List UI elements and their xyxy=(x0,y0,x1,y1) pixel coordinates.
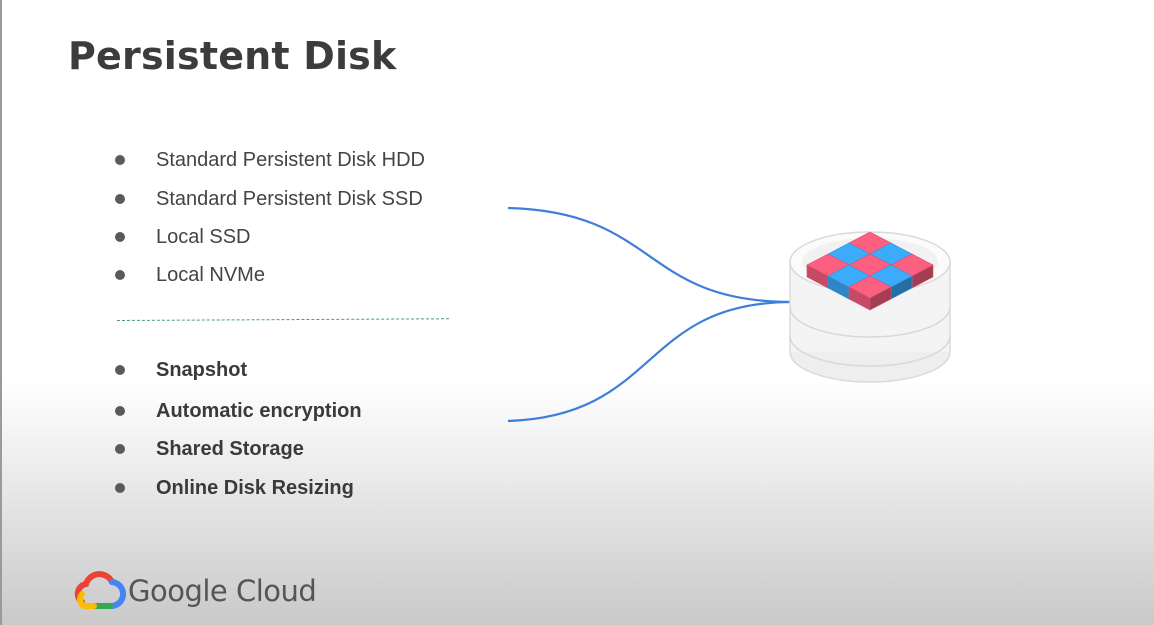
list-item-label: Shared Storage xyxy=(156,438,304,460)
list-item-label: Standard Persistent Disk HDD xyxy=(156,149,425,171)
connector-line-bottom xyxy=(507,300,793,423)
bullet-icon xyxy=(115,232,125,242)
bullet-icon xyxy=(115,406,125,416)
slide-left-edge xyxy=(0,0,2,625)
list-item-label: Snapshot xyxy=(156,359,248,381)
google-cloud-wordmark: Google Cloud xyxy=(128,574,317,608)
data-blocks-icon xyxy=(806,231,934,311)
list-item-label: Standard Persistent Disk SSD xyxy=(156,188,423,210)
bullet-icon xyxy=(115,155,125,165)
bullet-icon xyxy=(115,365,125,375)
slide-title: Persistent Disk xyxy=(68,34,397,78)
list-item-label: Local SSD xyxy=(156,226,251,248)
data-block-cube xyxy=(848,275,892,311)
list-item-label: Online Disk Resizing xyxy=(156,477,354,499)
bullet-icon xyxy=(115,270,125,280)
connector-line-top xyxy=(507,206,793,304)
bullet-icon xyxy=(115,483,125,493)
list-item-label: Local NVMe xyxy=(156,264,265,286)
list-item-label: Automatic encryption xyxy=(156,400,362,422)
bullet-icon xyxy=(115,444,125,454)
google-cloud-logo-icon xyxy=(74,571,126,610)
bullet-icon xyxy=(115,194,125,204)
